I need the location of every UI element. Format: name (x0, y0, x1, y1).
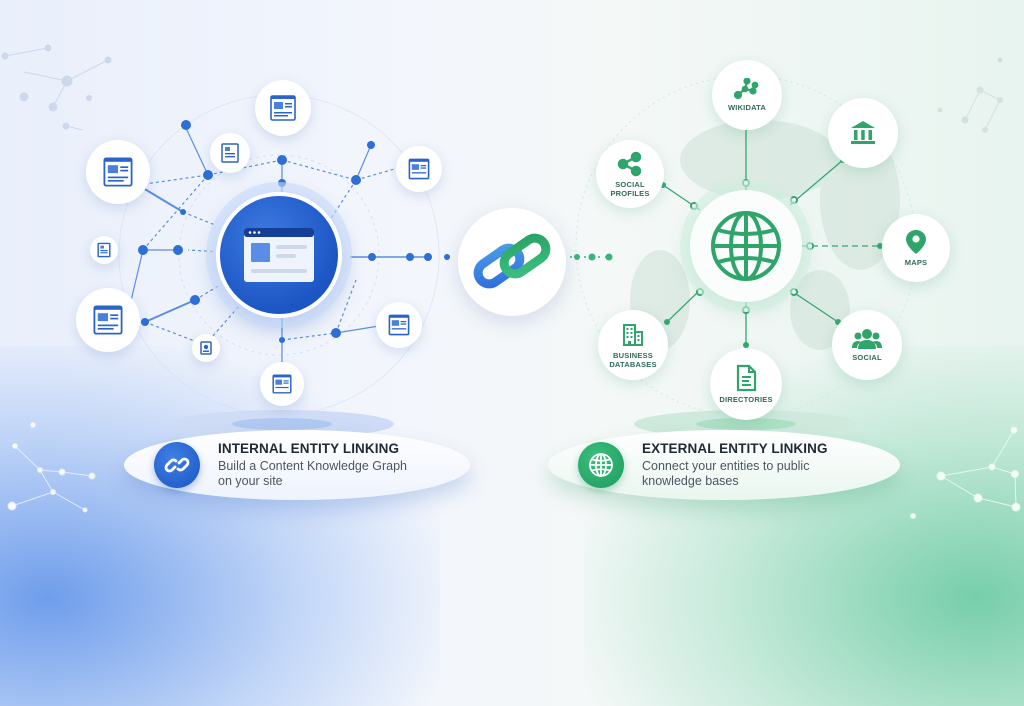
external-card-icon-badge (578, 442, 624, 488)
external-card-title: EXTERNAL ENTITY LINKING (642, 441, 828, 456)
business-databases-line1: BUSINESS (613, 350, 653, 360)
internal-node-page-top-left (86, 140, 150, 204)
external-desc-line2: knowledge bases (642, 474, 739, 488)
center-link-node (458, 208, 566, 316)
document-icon (221, 143, 239, 163)
internal-link-dots (134, 120, 450, 343)
internal-node-page-right-lower (376, 302, 422, 348)
buildings-icon (623, 323, 643, 346)
decor-network-top-left (1, 44, 112, 131)
business-databases-line2: DATABASES (609, 359, 657, 369)
internal-node-doc-upper (210, 133, 250, 173)
decor-network-bottom-right (910, 426, 1021, 519)
social-profiles-line1: SOCIAL (615, 179, 645, 189)
chain-link-icon (164, 457, 190, 473)
globe-icon (711, 211, 781, 281)
social-label: SOCIAL (852, 353, 882, 362)
wikidata-label: WIKIDATA (728, 103, 766, 112)
internal-hub-node (216, 192, 342, 318)
external-node-maps: MAPS (882, 214, 950, 282)
external-hub-node (690, 190, 802, 302)
internal-desc-line1: Build a Content Knowledge Graph (218, 459, 408, 473)
external-entity-linking-card: EXTERNAL ENTITY LINKING Connect your ent… (548, 430, 900, 500)
web-page-icon (103, 157, 133, 187)
internal-node-page-lower-left (76, 288, 140, 352)
map-pin-icon (906, 230, 926, 254)
institution-icon (851, 121, 875, 144)
external-node-wikidata: WIKIDATA (712, 60, 782, 130)
share-icon (617, 151, 642, 176)
connection-lines (1, 44, 1021, 519)
chain-link-icon (473, 233, 551, 289)
web-page-icon (244, 228, 314, 282)
decor-network-bottom-left (7, 422, 96, 513)
web-page-icon (272, 374, 292, 394)
directories-label: DIRECTORIES (719, 395, 773, 404)
people-group-icon (852, 329, 882, 349)
world-map-dots (630, 120, 900, 350)
external-node-directories: DIRECTORIES (710, 348, 782, 420)
profile-card-icon (200, 341, 212, 355)
graph-nodes-icon (734, 78, 759, 100)
document-icon (736, 364, 757, 392)
internal-card-title: INTERNAL ENTITY LINKING (218, 441, 400, 456)
internal-node-page-bottom (260, 362, 304, 406)
social-profiles-line2: PROFILES (610, 188, 650, 198)
web-page-icon (388, 314, 410, 336)
internal-node-page-right-upper (396, 146, 442, 192)
external-desc-line1: Connect your entities to public (642, 459, 810, 473)
web-page-icon (408, 158, 430, 180)
decor-network-top-right (937, 57, 1003, 133)
internal-node-doc-small-left (90, 236, 118, 264)
web-page-icon (93, 305, 123, 335)
internal-node-profile-small (192, 334, 220, 362)
web-page-icon (270, 95, 296, 121)
document-icon (97, 242, 111, 258)
internal-entity-linking-card: INTERNAL ENTITY LINKING Build a Content … (124, 430, 470, 500)
external-node-social: SOCIAL (832, 310, 902, 380)
globe-icon (589, 453, 613, 477)
internal-card-icon-badge (154, 442, 200, 488)
internal-node-page-top (255, 80, 311, 136)
internal-desc-line2: on your site (218, 474, 283, 488)
external-node-institution (828, 98, 898, 168)
maps-label: MAPS (904, 258, 928, 267)
